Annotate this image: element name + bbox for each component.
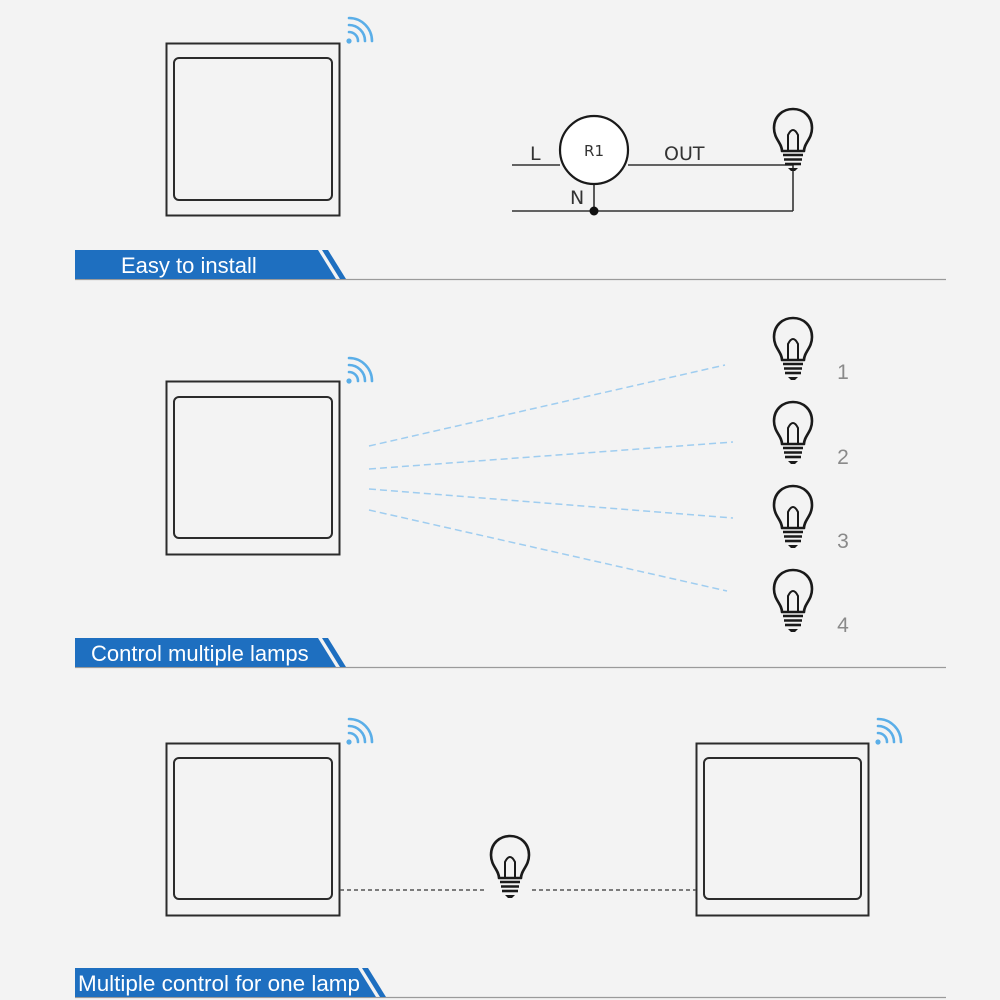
wifi-signal-icon <box>345 356 374 385</box>
signal-line-4 <box>368 509 728 592</box>
wall-switch-4 <box>695 742 870 917</box>
lamp-number-3: 3 <box>837 530 849 553</box>
wall-switch-2 <box>165 380 341 556</box>
section-banner-3: Multiple control for one lamp <box>75 968 946 999</box>
light-bulb-icon <box>772 400 814 466</box>
section-banner-1: Easy to install <box>75 250 946 281</box>
wifi-signal-icon <box>345 717 374 746</box>
banner-title: Multiple control for one lamp <box>78 971 360 996</box>
signal-line-3 <box>368 488 734 519</box>
live-label: L <box>530 143 541 165</box>
wifi-signal-icon <box>345 16 374 45</box>
light-bulb-icon <box>489 834 531 900</box>
light-bulb-icon <box>772 484 814 550</box>
relay-label: R1 <box>584 142 604 160</box>
wiring-diagram: R1 L N OUT <box>512 114 794 216</box>
output-label: OUT <box>664 143 705 165</box>
light-bulb-icon <box>772 107 814 173</box>
section-banner-2: Control multiple lamps <box>75 638 946 669</box>
banner-title: Control multiple lamps <box>91 641 309 666</box>
wall-switch-1 <box>165 42 341 217</box>
signal-line-2 <box>368 441 734 470</box>
light-bulb-icon <box>772 568 814 634</box>
lamp-number-1: 1 <box>837 361 849 384</box>
signal-line-1 <box>368 364 726 447</box>
junction-dot <box>589 206 599 216</box>
neutral-label: N <box>570 187 584 209</box>
wifi-signal-icon <box>874 717 903 746</box>
wall-switch-3 <box>165 742 341 917</box>
light-bulb-icon <box>772 316 814 382</box>
lamp-number-4: 4 <box>837 614 849 637</box>
relay-circle <box>558 114 630 186</box>
banner-title: Easy to install <box>121 253 257 278</box>
wireless-signal-lines <box>368 364 734 592</box>
lamp-number-2: 2 <box>837 446 849 469</box>
